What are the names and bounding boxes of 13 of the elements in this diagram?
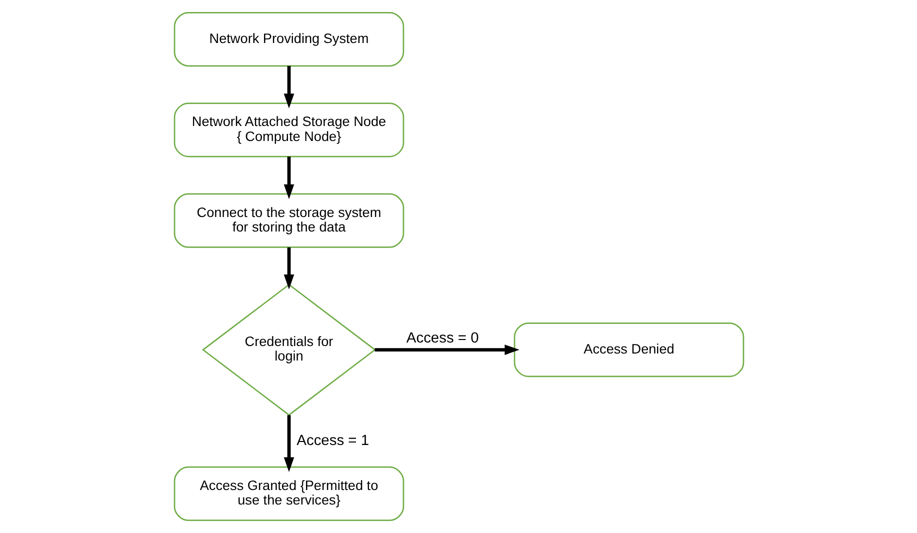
node-box: Access Denied [513,322,744,378]
edge-label: Access = 0 [406,330,478,346]
arrow [283,156,294,200]
node-diamond: Credentials for login [201,284,376,416]
arrow [283,247,294,290]
edge-label: Access = 1 [296,432,369,449]
arrow [283,415,294,472]
node-box: Network Providing System [173,12,404,67]
node-box: Connect to the storage system for storing the data [173,193,404,248]
arrow [374,344,519,355]
arrow [283,66,294,108]
node-box: Network Attached Storage Node { Compute Node} [173,102,404,158]
node-box: Access Granted {Permitted to use the services} [173,466,404,522]
